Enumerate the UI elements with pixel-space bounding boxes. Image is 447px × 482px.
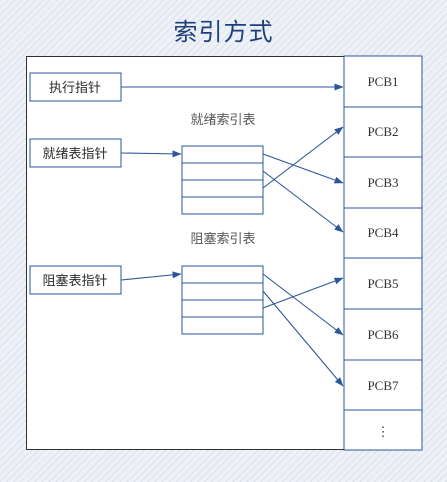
exec-pointer-label: 执行指针	[49, 80, 101, 95]
arrows	[120, 83, 344, 387]
ready-index-table	[181, 145, 264, 215]
arrow-blocked-row1-to-pcb6	[262, 273, 344, 336]
arrow-ready-row3-to-pcb2	[262, 126, 344, 189]
pcb-2: PCB2	[367, 124, 398, 139]
arrow-ready-row1-to-pcb3	[262, 153, 344, 184]
pcb-5: PCB5	[367, 276, 398, 291]
pcb-7: PCB7	[367, 378, 399, 393]
blocked-index-table	[181, 265, 264, 335]
arrow-ready-row2-to-pcb4	[262, 170, 344, 233]
ready-pointer-box: 就绪表指针	[29, 138, 122, 168]
page-title: 索引方式	[173, 18, 274, 46]
blocked-table-title: 阻塞索引表	[190, 231, 255, 246]
ready-table-title: 就绪索引表	[190, 112, 255, 127]
pcb-3: PCB3	[367, 175, 398, 190]
blocked-pointer-box: 阻塞表指针	[29, 265, 122, 295]
pcb-6: PCB6	[367, 327, 399, 342]
arrow-blocked-row3-to-pcb5	[262, 277, 344, 309]
pcb-4: PCB4	[367, 225, 399, 240]
arrow-ready-pointer-to-table	[120, 150, 182, 158]
arrow-blocked-row2-to-pcb7	[262, 290, 344, 387]
exec-pointer-box: 执行指针	[29, 72, 122, 102]
arrow-blocked-pointer-to-table	[120, 271, 182, 281]
pcb-1: PCB1	[367, 74, 398, 89]
blocked-pointer-label: 阻塞表指针	[42, 273, 107, 288]
pcb-ellipsis: ⋮	[377, 424, 390, 439]
ready-pointer-label: 就绪表指针	[42, 146, 107, 161]
pcb-column	[343, 55, 423, 451]
